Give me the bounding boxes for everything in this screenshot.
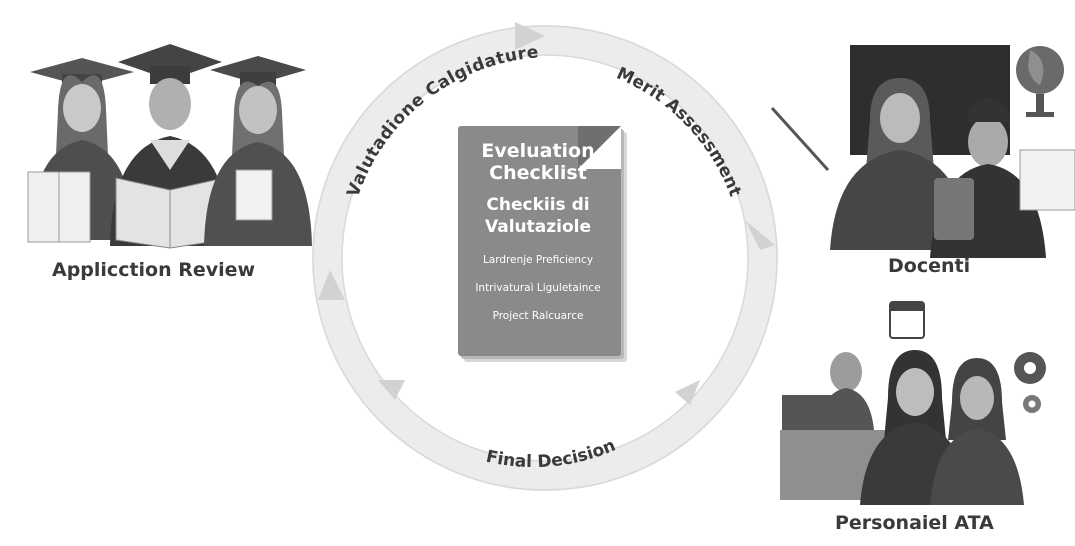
arrowhead-left [318, 270, 345, 300]
arrowhead-top [515, 22, 545, 50]
staff-illustration [780, 301, 1046, 505]
cycle-ring [312, 25, 778, 491]
page-fold [578, 126, 621, 169]
graduates-illustration [27, 44, 312, 249]
application-review-caption: Applicction Review [52, 259, 256, 281]
teachers-illustration [770, 45, 1075, 258]
personale-ata-caption: Personaiel ATA [835, 512, 994, 534]
checklist-title-line1: Eveluation [481, 140, 595, 162]
checklist-subtitle-line2: Valutaziole [485, 217, 591, 237]
checklist-subtitle-line1: Checkiis di [486, 195, 590, 215]
checklist-item: Project Ralcuarce [492, 310, 584, 322]
arrowhead-right [745, 220, 775, 250]
evaluation-checklist-card: Eveluation Checklist Checkiis di Valutaz… [458, 126, 628, 362]
checklist-title-line2: Checklist [489, 162, 587, 184]
checklist-item: Intrivaturaì Liguletaince [475, 282, 601, 294]
checklist-item: Lardrenje Preficiency [482, 254, 594, 266]
arrowhead-bottom-left [378, 380, 405, 400]
arrowhead-bottom-right [675, 380, 700, 405]
docenti-caption: Docenti [888, 255, 971, 277]
